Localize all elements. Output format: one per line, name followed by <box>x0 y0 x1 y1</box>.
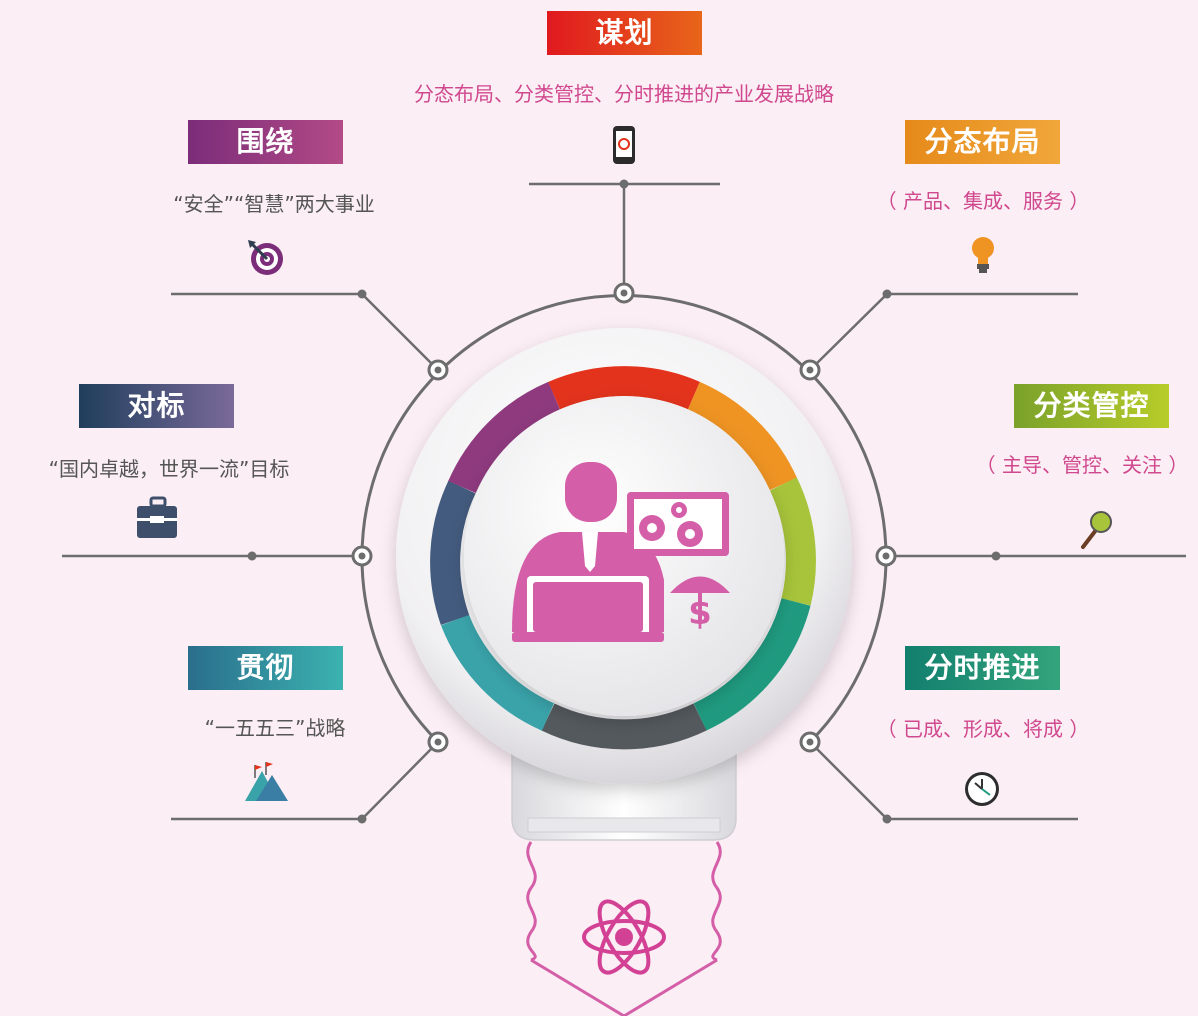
right-tag-1: 分态布局 <box>905 120 1060 164</box>
left-desc-2: “国内卓越，世界一流”目标 <box>48 457 290 481</box>
lightbulb-icon <box>972 237 994 273</box>
right-connector-1 <box>809 292 1078 371</box>
clock-icon <box>965 772 999 806</box>
right-connector-1-dot <box>882 289 892 299</box>
right-connector-2-dot <box>991 551 1001 561</box>
left-connector-1-dot <box>357 289 367 299</box>
left-tag-1: 围绕 <box>188 120 343 164</box>
bulb-filament <box>526 841 722 1016</box>
left-desc-3: “一五五三”战略 <box>204 716 346 740</box>
left-connector-1 <box>171 292 439 371</box>
left-connector-2-dot <box>247 551 257 561</box>
svg-text:$: $ <box>688 593 712 633</box>
right-desc-3: （ 已成、形成、将成 ） <box>876 717 1090 741</box>
bulb-neck-band <box>527 817 721 833</box>
phone-icon <box>613 126 635 164</box>
left-tag-2: 对标 <box>79 384 234 428</box>
right-tag-3: 分时推进 <box>905 646 1060 690</box>
mountain-icon <box>245 762 288 801</box>
right-connector-3 <box>809 741 1078 821</box>
top-connector-dot <box>619 179 629 189</box>
magnifier-icon <box>1081 511 1112 549</box>
left-connector-3-dot <box>357 814 367 824</box>
atom-icon <box>582 899 666 975</box>
right-connector-3-dot <box>882 814 892 824</box>
left-tag-3: 贯彻 <box>188 646 343 690</box>
right-desc-2: （ 主导、管控、关注 ） <box>975 453 1189 477</box>
right-desc-1: （ 产品、集成、服务 ） <box>876 189 1090 213</box>
color-ring <box>430 366 816 750</box>
businessman-icon: $ <box>512 462 730 642</box>
target-icon <box>248 240 283 275</box>
top-subtitle: 分态布局、分类管控、分时推进的产业发展战略 <box>414 82 834 106</box>
briefcase-icon <box>137 496 177 538</box>
left-connector-3 <box>171 741 439 821</box>
left-desc-1: “安全”“智慧”两大事业 <box>173 192 375 216</box>
top-title-tag: 谋划 <box>547 11 702 55</box>
right-tag-2: 分类管控 <box>1014 384 1169 428</box>
